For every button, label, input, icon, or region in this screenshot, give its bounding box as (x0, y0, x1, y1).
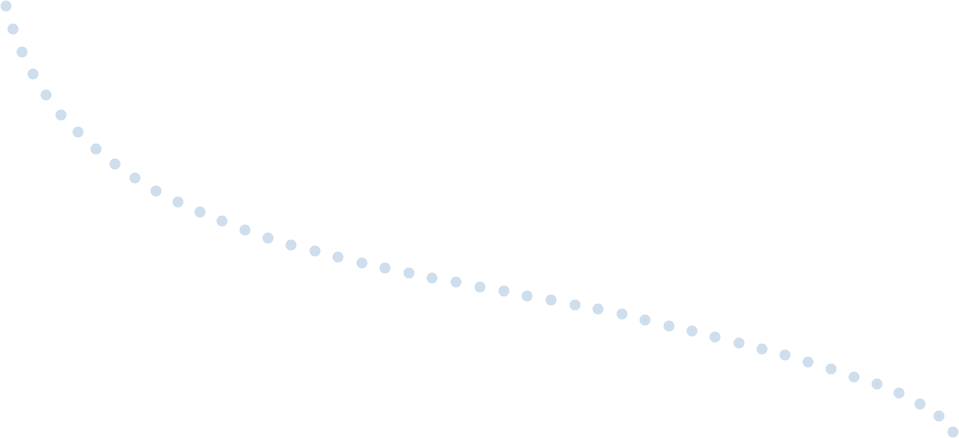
data-point (332, 251, 344, 263)
data-point (933, 410, 945, 422)
data-point (498, 285, 510, 297)
data-point (450, 276, 462, 288)
data-point (521, 290, 533, 302)
data-point (545, 294, 557, 306)
data-point (150, 185, 162, 197)
data-point (733, 337, 745, 349)
data-point (262, 232, 274, 244)
data-point (55, 109, 67, 121)
data-point (569, 299, 581, 311)
data-point (27, 68, 39, 80)
data-point (802, 356, 814, 368)
data-point (72, 126, 84, 138)
data-point (239, 224, 251, 236)
data-point (709, 331, 721, 343)
data-point (285, 239, 297, 251)
data-point (947, 426, 959, 438)
data-point (592, 303, 604, 315)
data-point (0, 0, 12, 12)
data-point (426, 272, 438, 284)
data-point (639, 314, 651, 326)
data-point (129, 172, 141, 184)
data-point (825, 363, 837, 375)
data-point (90, 143, 102, 155)
data-point (756, 343, 768, 355)
data-point (194, 206, 206, 218)
data-point (40, 89, 52, 101)
data-point (309, 245, 321, 257)
data-point (403, 267, 415, 279)
data-point (109, 158, 121, 170)
data-point (686, 325, 698, 337)
data-point (356, 257, 368, 269)
data-point (216, 215, 228, 227)
data-point (16, 46, 28, 58)
data-point (893, 387, 905, 399)
data-point (172, 196, 184, 208)
data-point (871, 378, 883, 390)
data-point (914, 398, 926, 410)
data-point (7, 23, 19, 35)
data-point (779, 349, 791, 361)
data-point (474, 281, 486, 293)
data-point (663, 320, 675, 332)
data-point (848, 371, 860, 383)
data-point (616, 308, 628, 320)
data-point (379, 262, 391, 274)
